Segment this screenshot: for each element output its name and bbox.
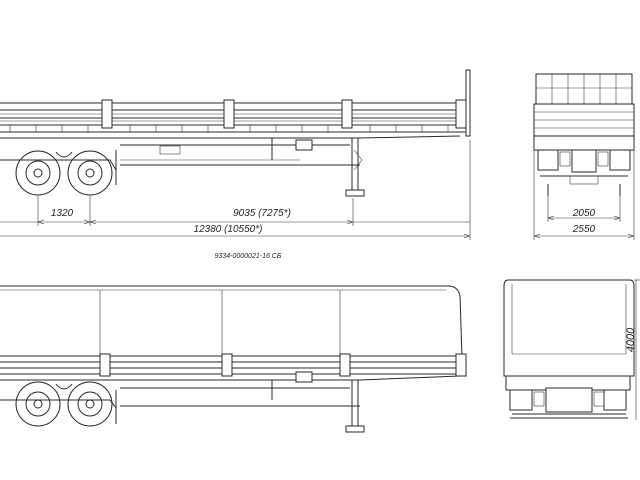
dim-axle-spacing: 1320 (51, 208, 74, 219)
dim-overall-height: 4000 (625, 327, 637, 352)
dimension-lines-height (634, 279, 640, 420)
dim-track-width: 2050 (572, 208, 596, 219)
dimension-lines-end-top (533, 150, 635, 240)
end-view-flatbed (533, 73, 635, 196)
dimension-lines-top (0, 140, 471, 240)
dim-overall-length: 12380 (10550*) (194, 224, 263, 235)
end-view-tarp (503, 279, 635, 419)
side-view-flatbed (0, 69, 471, 197)
dim-wheelbase: 9035 (7275*) (233, 208, 291, 219)
side-view-tarp (0, 285, 467, 433)
dim-overall-width: 2550 (572, 224, 596, 235)
document-number: 9334-0000021-16 СБ (215, 253, 282, 260)
